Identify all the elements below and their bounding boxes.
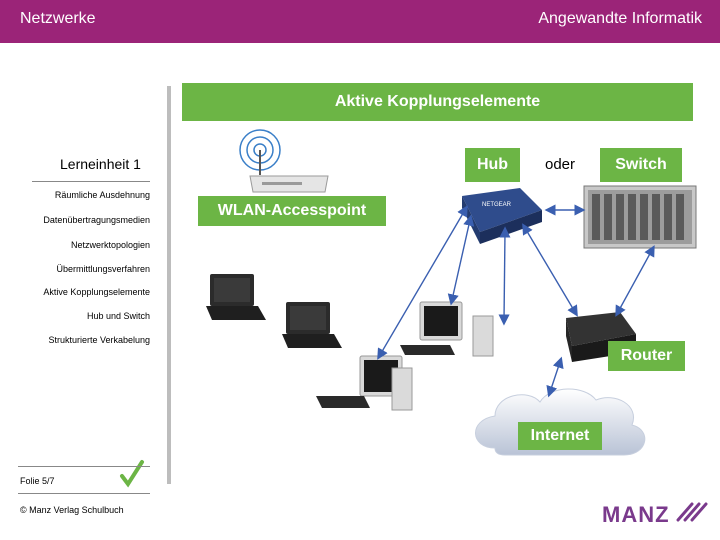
desktop-computer-icon bbox=[400, 301, 494, 357]
switch-label: Switch bbox=[600, 148, 682, 182]
desktop-computer-icon bbox=[316, 355, 413, 411]
nav-item-netzwerktopologien[interactable]: Netzwerktopologien bbox=[70, 240, 150, 250]
laptop-icon bbox=[206, 274, 266, 320]
oder-label: oder bbox=[545, 156, 576, 173]
svg-text:NETGEAR: NETGEAR bbox=[482, 202, 512, 208]
nav-item-strukturierte-verkabelung[interactable]: Strukturierte Verkabelung bbox=[48, 335, 150, 345]
header-right-title: Angewandte Informatik bbox=[538, 10, 702, 27]
nav-item-datenuebertragungsmedien[interactable]: Datenübertragungsmedien bbox=[43, 215, 150, 225]
checkmark-icon bbox=[120, 460, 144, 488]
switch-rack-icon bbox=[583, 185, 697, 249]
slide-title-banner: Aktive Kopplungselemente bbox=[182, 83, 693, 121]
connection-arrows bbox=[377, 204, 655, 398]
nav-title: Lerneinheit 1 bbox=[60, 156, 141, 172]
footer-divider bbox=[18, 466, 150, 467]
header-bar: Netzwerke Angewandte Informatik bbox=[0, 0, 720, 43]
footer-divider bbox=[18, 493, 150, 494]
sidebar-divider bbox=[167, 86, 171, 484]
nav-item-uebermittlungsverfahren[interactable]: Übermittlungsverfahren bbox=[56, 264, 150, 274]
manz-logo-icon bbox=[676, 502, 708, 522]
nav-item-raeumliche-ausdehnung[interactable]: Räumliche Ausdehnung bbox=[54, 190, 150, 200]
header-left-title: Netzwerke bbox=[20, 10, 96, 27]
wlan-accesspoint-label: WLAN-Accesspoint bbox=[198, 196, 386, 226]
laptop-icon bbox=[282, 302, 342, 348]
access-point-icon bbox=[239, 129, 329, 193]
slide-number: Folie 5/7 bbox=[20, 476, 55, 486]
internet-label: Internet bbox=[518, 422, 602, 450]
copyright-text: © Manz Verlag Schulbuch bbox=[20, 505, 124, 515]
nav-item-hub-und-switch[interactable]: Hub und Switch bbox=[86, 311, 150, 321]
nav-divider bbox=[32, 181, 150, 182]
router-label: Router bbox=[608, 341, 685, 371]
hub-label: Hub bbox=[465, 148, 520, 182]
nav-item-aktive-kopplungselemente[interactable]: Aktive Kopplungselemente bbox=[43, 287, 150, 297]
manz-logo-text: MANZ bbox=[602, 502, 670, 527]
